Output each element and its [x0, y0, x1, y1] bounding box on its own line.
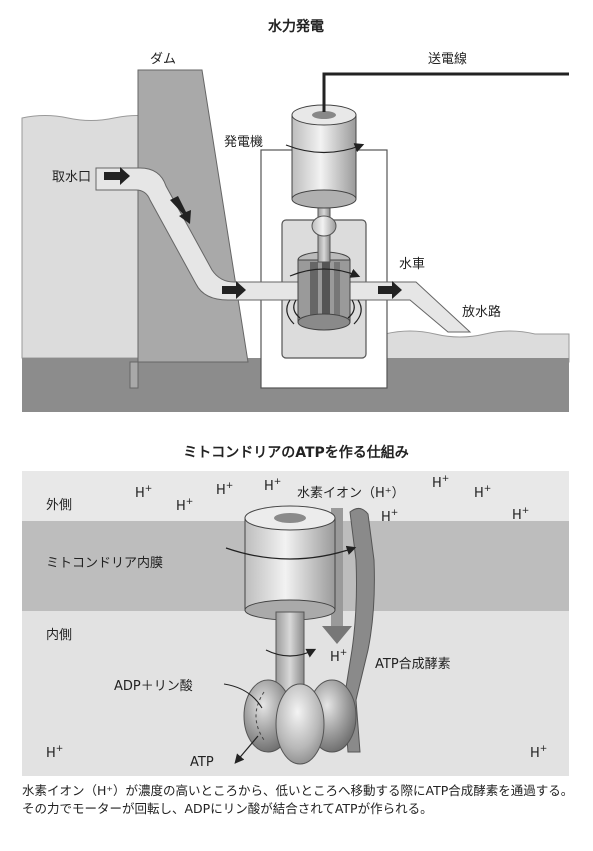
f1-head — [243, 679, 357, 765]
caption: 水素イオン（H⁺）が濃度の高いところから、低いところへ移動する際にATP合成酵素… — [22, 783, 574, 816]
label-adp: ADP＋リン酸 — [114, 679, 193, 694]
shaft-rotation-arrow — [265, 648, 317, 658]
label-power-line: 送電線 — [428, 51, 467, 67]
h-ion: H+ — [135, 484, 152, 501]
flow-arrow-intake — [104, 167, 130, 185]
label-dam: ダム — [150, 52, 176, 67]
h-ion: H+ — [176, 497, 193, 514]
power-line — [322, 72, 569, 112]
rotor — [225, 505, 357, 621]
turbine — [286, 251, 362, 331]
h-ion: H+ — [264, 477, 281, 494]
adp-pointer — [223, 683, 263, 709]
flow-arrow-outlet — [378, 281, 402, 299]
label-atp: ATP — [190, 755, 214, 770]
hydro-title: 水力発電 — [268, 18, 324, 35]
flow-arrow-base — [222, 281, 246, 299]
flow-arrow-penstock — [170, 196, 191, 224]
label-intake: 取水口 — [52, 170, 91, 185]
label-inside: 内側 — [46, 627, 72, 643]
h-ion: H+ — [432, 474, 449, 491]
mito-panel — [22, 471, 569, 776]
stator-stalk — [343, 508, 375, 753]
tailrace-water — [384, 330, 570, 363]
label-synthase: ATP合成酵素 — [375, 657, 451, 672]
h-ion: H+ — [474, 484, 491, 501]
proton-arrow-head — [322, 626, 352, 644]
h-ion: H+ — [530, 744, 547, 761]
label-tailrace: 放水路 — [462, 304, 501, 320]
hydro-panel — [21, 69, 570, 412]
h-ion: H+ — [46, 744, 63, 761]
label-h-ion: 水素イオン（H⁺） — [297, 486, 405, 501]
generator — [285, 104, 365, 209]
label-generator: 発電機 — [224, 135, 263, 150]
h-ion: H+ — [512, 506, 529, 523]
atp-arrow — [234, 735, 259, 764]
label-membrane: ミトコンドリア内膜 — [46, 555, 163, 571]
h-ion: H+ — [381, 508, 398, 525]
h-ion: H+ — [330, 648, 347, 665]
shaft-coupling — [311, 215, 337, 237]
label-turbine: 水車 — [399, 257, 425, 272]
mito-title: ミトコンドリアのATPを作る仕組み — [183, 444, 409, 461]
h-ion: H+ — [216, 481, 233, 498]
label-outside: 外側 — [46, 498, 72, 513]
